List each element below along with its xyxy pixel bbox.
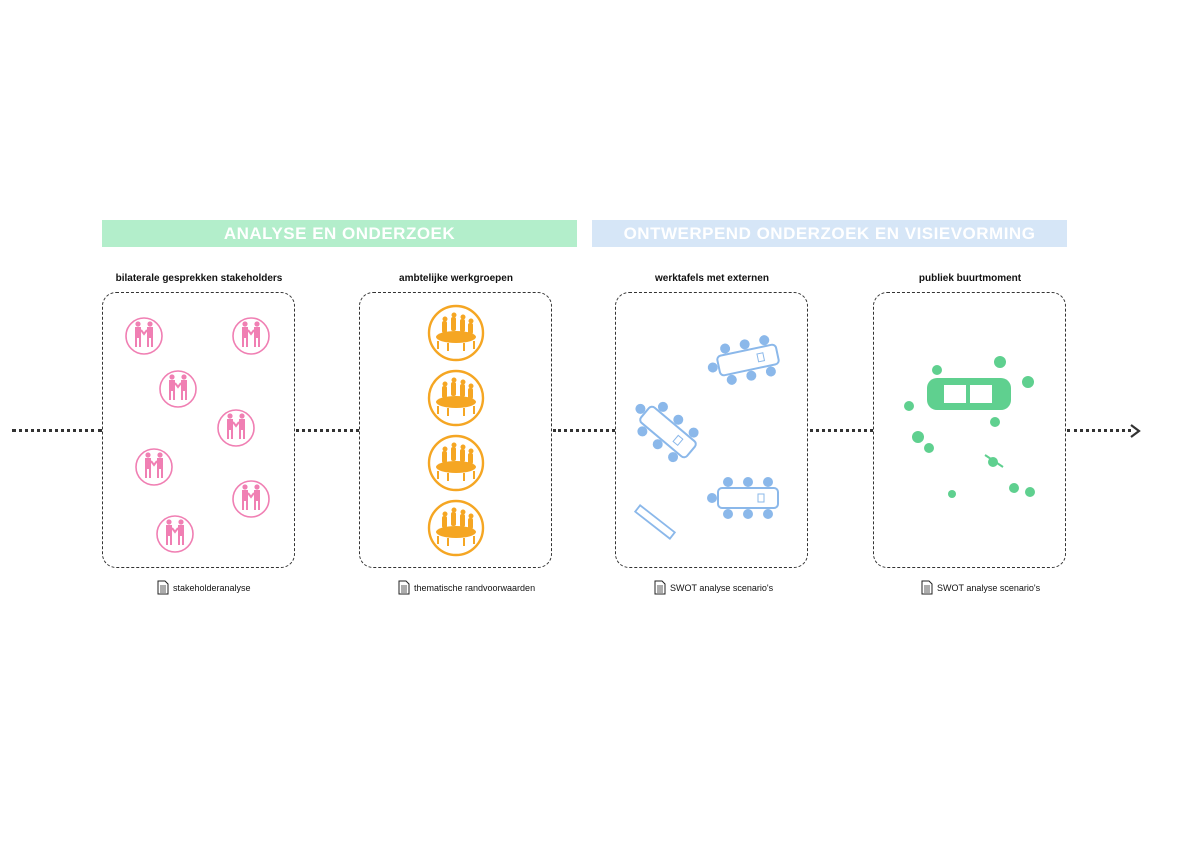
output-label: thematische randvoorwaarden bbox=[414, 582, 536, 593]
handshake-icon bbox=[232, 317, 270, 355]
neighbourhood-gathering-icon bbox=[904, 356, 1035, 498]
output-label: SWOT analyse scenario's bbox=[937, 582, 1041, 593]
output-document: thematische randvoorwaarden bbox=[398, 580, 535, 595]
step-box-stakeholders bbox=[102, 292, 295, 568]
handshake-icon bbox=[156, 515, 194, 553]
output-document: SWOT analyse scenario's bbox=[654, 580, 773, 595]
output-label: stakeholderanalyse bbox=[173, 582, 251, 593]
output-document: SWOT analyse scenario's bbox=[921, 580, 1040, 595]
bench-icon bbox=[633, 504, 677, 540]
step-title: bilaterale gesprekken stakeholders bbox=[115, 273, 283, 284]
meeting-table-icon bbox=[427, 304, 485, 362]
timeline-segment bbox=[12, 429, 102, 436]
handshake-icon bbox=[217, 409, 255, 447]
step-title: publiek buurtmoment bbox=[918, 273, 1022, 284]
phase-label: ONTWERPEND ONDERZOEK EN VISIEVORMING bbox=[623, 223, 1036, 243]
phase-band-analyse: ANALYSE EN ONDERZOEK bbox=[102, 220, 577, 247]
handshake-icon bbox=[232, 480, 270, 518]
step-title: werktafels met externen bbox=[655, 273, 769, 284]
handshake-icon bbox=[135, 448, 173, 486]
output-label: SWOT analyse scenario's bbox=[670, 582, 774, 593]
phase-band-ontwerpend: ONTWERPEND ONDERZOEK EN VISIEVORMING bbox=[592, 220, 1067, 247]
timeline-segment bbox=[810, 429, 873, 436]
meeting-table-icon bbox=[427, 369, 485, 427]
meeting-table-icon bbox=[427, 499, 485, 557]
timeline-segment bbox=[553, 429, 615, 436]
worktable-icon bbox=[622, 388, 706, 469]
handshake-icon bbox=[159, 370, 197, 408]
worktable-icon bbox=[702, 332, 783, 391]
meeting-table-icon bbox=[427, 434, 485, 492]
document-icon bbox=[654, 580, 666, 595]
output-document: stakeholderanalyse bbox=[157, 580, 251, 595]
timeline-arrow-icon bbox=[1130, 424, 1141, 438]
document-icon bbox=[157, 580, 169, 595]
handshake-icon bbox=[125, 317, 163, 355]
timeline-segment bbox=[1067, 429, 1131, 436]
timeline-segment bbox=[296, 429, 359, 436]
worktable-icon bbox=[706, 476, 779, 520]
step-title: ambtelijke werkgroepen bbox=[399, 273, 513, 284]
document-icon bbox=[398, 580, 410, 595]
document-icon bbox=[921, 580, 933, 595]
step-box-buurtmoment bbox=[873, 292, 1066, 568]
phase-label: ANALYSE EN ONDERZOEK bbox=[223, 223, 456, 243]
